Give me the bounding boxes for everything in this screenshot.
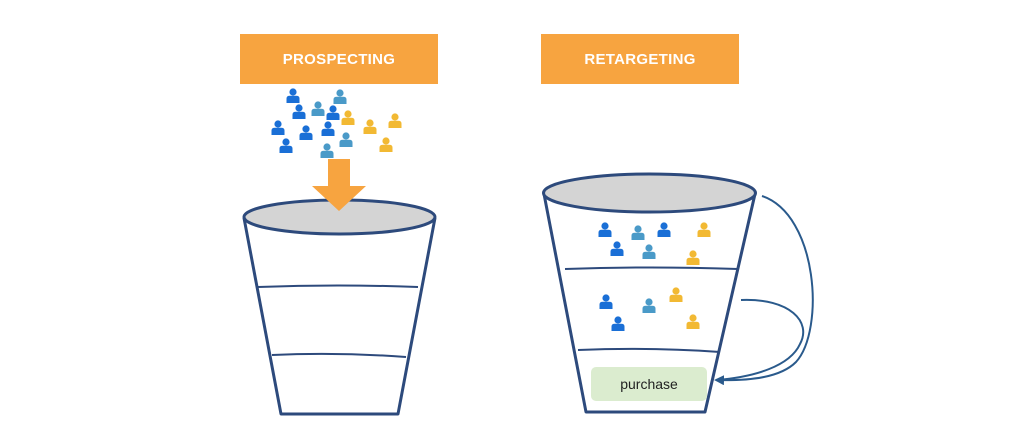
person-icon [299, 125, 313, 140]
falling-people [271, 88, 402, 158]
person-icon [321, 121, 335, 136]
person-icon [279, 138, 293, 153]
person-icon [286, 88, 300, 103]
down-arrow-icon [312, 159, 366, 211]
person-icon [363, 119, 377, 134]
purchase-box: purchase [591, 367, 707, 401]
prospecting-bucket [242, 198, 437, 416]
person-icon [339, 132, 353, 147]
prospecting-label: PROSPECTING [240, 34, 438, 84]
person-icon [333, 89, 347, 104]
retargeting-label: RETARGETING [541, 34, 739, 84]
person-icon [388, 113, 402, 128]
person-icon [379, 137, 393, 152]
person-icon [326, 105, 340, 120]
purchase-label: purchase [620, 376, 678, 392]
person-icon [271, 120, 285, 135]
person-icon [292, 104, 306, 119]
curved-arrow-icon [714, 195, 814, 386]
person-icon [341, 110, 355, 125]
person-icon [311, 101, 325, 116]
person-icon [320, 143, 334, 158]
